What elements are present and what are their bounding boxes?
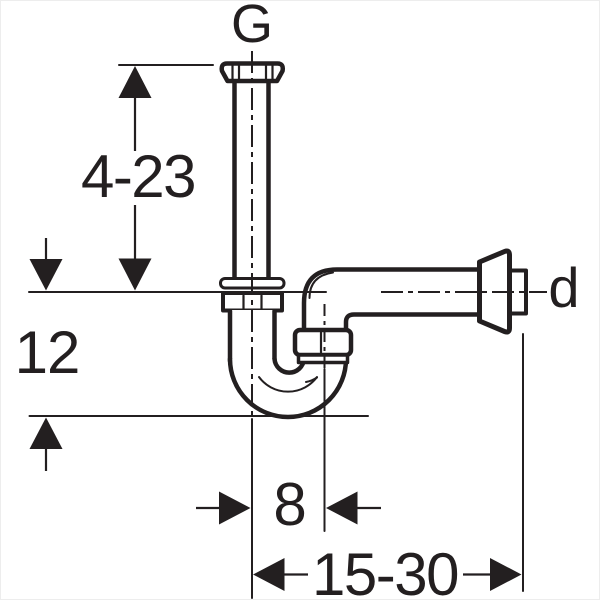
dim-trap-depth-arrows — [29, 238, 63, 471]
dimension-label-tailpiece-height: 4-23 — [80, 143, 197, 210]
trap-object — [219, 61, 528, 420]
riser-union-nut — [292, 327, 354, 365]
detail-lines — [231, 64, 334, 393]
dim-wall-distance-arrows — [253, 558, 522, 591]
dimension-label-wall-distance: 15-30 — [312, 541, 459, 600]
dim-offset-arrows — [196, 491, 381, 525]
dim-tailpiece-height-arrows — [118, 66, 152, 291]
outlet-diameter-label: d — [548, 256, 580, 319]
extension-lines — [28, 64, 524, 599]
dimension-label-trap-depth: 12 — [14, 319, 81, 386]
dimension-arrows — [29, 66, 522, 591]
inlet-thread-label: G — [230, 0, 274, 54]
u-bend — [227, 356, 349, 420]
center-lines — [251, 51, 547, 416]
dimension-label-horizontal-offset: 8 — [273, 471, 307, 538]
